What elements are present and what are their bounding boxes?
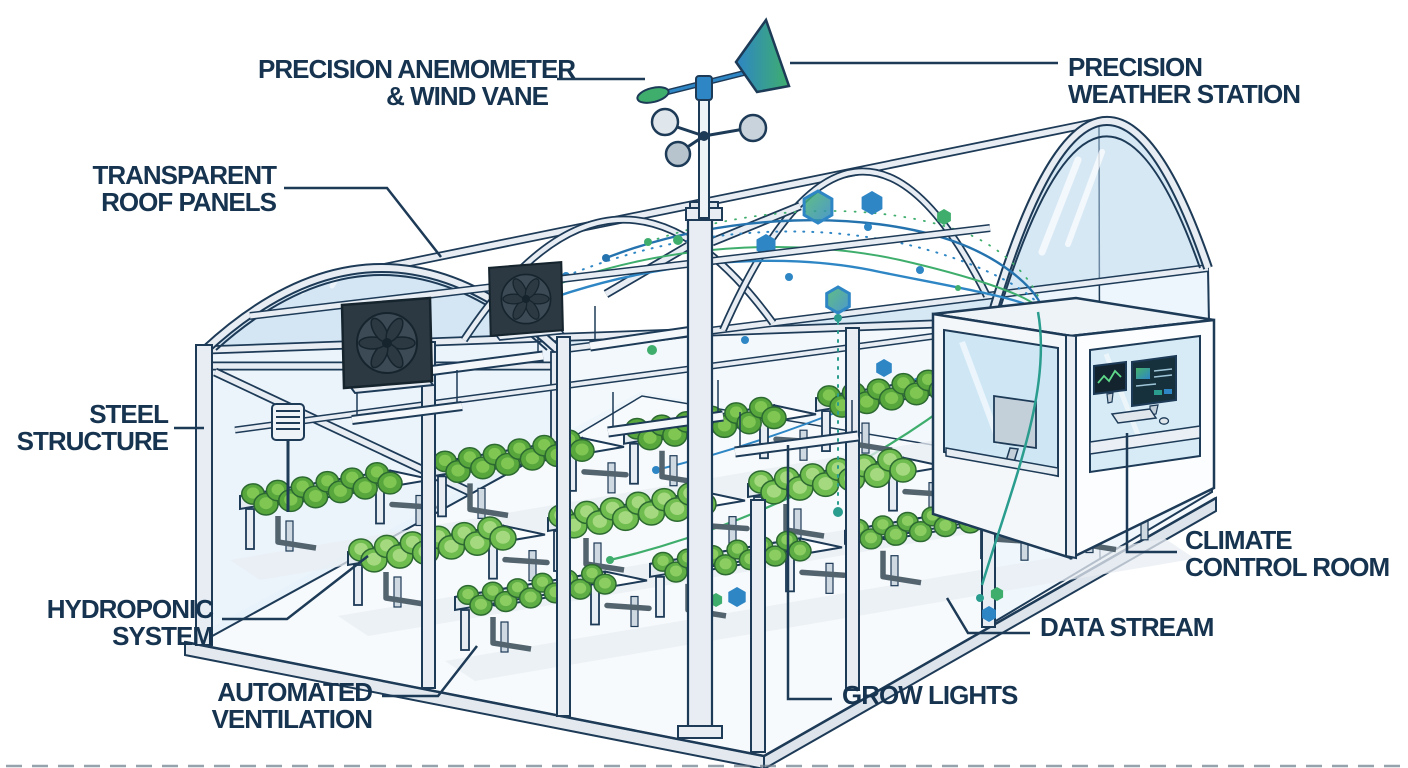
hexagon-marker — [982, 606, 996, 622]
data-stream-line — [498, 259, 1040, 320]
label-line: GROW LIGHTS — [842, 680, 1018, 710]
climate-control-room — [931, 296, 1216, 586]
label-line: CONTROL ROOM — [1185, 552, 1390, 582]
label-climate-control-room: CLIMATE CONTROL ROOM — [1185, 525, 1390, 582]
label-line: SYSTEM — [112, 621, 214, 651]
hexagon-marker — [728, 587, 746, 607]
label-line: WEATHER STATION — [1068, 79, 1301, 109]
steel-post — [750, 499, 766, 753]
floor-shadow — [445, 538, 1195, 681]
anemometer — [650, 107, 768, 168]
label-line: PRECISION — [1068, 52, 1203, 82]
steel-post — [421, 341, 436, 689]
label-automated-ventilation: AUTOMATED VENTILATION — [156, 677, 373, 734]
label-line: CLIMATE — [1185, 525, 1293, 555]
vane-nose — [636, 86, 670, 104]
label-precision-anemometer: PRECISION ANEMOMETER & WIND VANE — [258, 54, 576, 111]
data-stream-line — [647, 210, 1041, 302]
keyboard — [1110, 408, 1158, 424]
louvered-sensor — [271, 403, 305, 512]
data-dot — [916, 266, 924, 274]
sensor-cable — [980, 311, 1043, 586]
desk — [1089, 425, 1201, 455]
label-line: STRUCTURE — [16, 426, 169, 456]
hexagon-marker — [990, 587, 1004, 601]
data-dot — [833, 507, 843, 517]
label-roof-panels: TRANSPARENT ROOF PANELS — [56, 160, 277, 217]
data-dot — [741, 336, 749, 344]
hydroponic-pipe — [502, 556, 550, 566]
monitor-chart — [1093, 360, 1127, 404]
hydroponic-pipe — [783, 504, 825, 539]
data-dot — [673, 235, 683, 245]
hydroponic-pipe — [581, 469, 629, 478]
hydroponic-pipe — [880, 550, 922, 586]
mast-column — [686, 216, 714, 734]
interior-structure — [234, 224, 1011, 753]
label-line: & WIND VANE — [386, 81, 549, 111]
mouse — [1158, 417, 1170, 425]
label-line: DATA STREAM — [1040, 612, 1214, 642]
hydroponic-pipe — [490, 617, 532, 652]
label-line: STEEL — [89, 399, 169, 429]
hydroponic-pipe — [799, 569, 847, 578]
monitor-back — [993, 394, 1037, 450]
data-dot — [976, 594, 984, 602]
label-line: ROOF PANELS — [101, 187, 277, 217]
label-line: AUTOMATED — [217, 677, 373, 707]
vane-fin — [734, 17, 791, 94]
hydroponic-pipe — [604, 602, 652, 612]
hydroponic-pipe — [383, 572, 425, 607]
data-dot — [785, 273, 793, 281]
hexagon-marker — [825, 285, 851, 315]
steel-post — [845, 327, 860, 691]
bench — [431, 429, 625, 519]
label-line: HYDROPONIC — [46, 594, 214, 624]
data-dot — [955, 285, 961, 291]
label-grow-lights: GROW LIGHTS — [842, 680, 1018, 710]
station-pole — [698, 95, 710, 219]
hexagon-marker — [937, 209, 951, 225]
data-dot — [602, 254, 610, 262]
hexagon-marker — [861, 191, 883, 215]
label-line: VENTILATION — [211, 704, 373, 734]
leader-lines — [174, 61, 1177, 701]
data-dot — [644, 238, 652, 246]
steel-post — [556, 336, 571, 717]
data-dot — [652, 466, 660, 474]
data-dot — [864, 223, 872, 231]
corner-column — [195, 344, 213, 646]
label-weather-station: PRECISION WEATHER STATION — [1068, 52, 1301, 109]
data-dot — [606, 556, 614, 564]
hydroponic-pipe — [275, 516, 317, 551]
data-dot — [647, 345, 657, 355]
hydroponic-pipe — [467, 483, 509, 519]
ventilation-fan — [488, 260, 566, 341]
label-hydroponic-system: HYDROPONIC SYSTEM — [26, 594, 214, 651]
label-line: TRANSPARENT — [92, 160, 277, 190]
hexagon-marker — [802, 189, 834, 225]
label-data-stream: DATA STREAM — [1040, 612, 1214, 642]
wind-vane — [636, 17, 791, 104]
data-stream-line — [527, 246, 1039, 308]
hydroponic-pipe — [583, 538, 625, 573]
hexagon-marker — [876, 359, 892, 377]
label-steel-structure: STEEL STRUCTURE — [16, 399, 169, 456]
ventilation-fan — [340, 296, 435, 395]
precision-weather-station — [636, 17, 791, 739]
label-line: PRECISION ANEMOMETER — [258, 54, 576, 84]
data-dot — [834, 314, 842, 322]
